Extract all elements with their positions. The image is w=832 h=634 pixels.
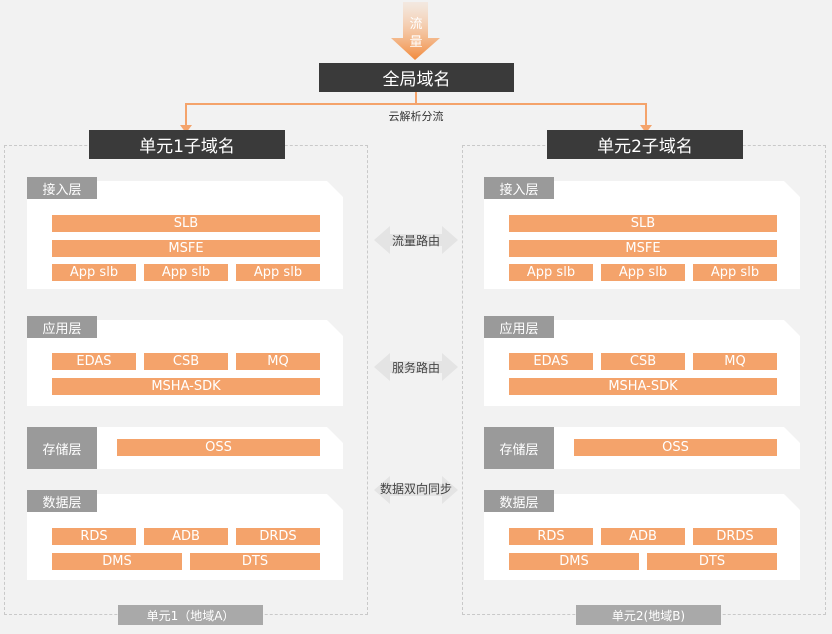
unit1-app-slb-1: App slb <box>52 264 136 281</box>
unit2-mq: MQ <box>693 353 777 370</box>
unit2-app-slb-1: App slb <box>509 264 593 281</box>
unit2-adb: ADB <box>601 528 685 545</box>
unit1-dms: DMS <box>52 553 182 570</box>
traffic-label: 流量 <box>409 17 423 50</box>
unit1-domain-box: 单元1子域名 <box>89 130 285 159</box>
unit2-domain-box: 单元2子域名 <box>547 130 743 159</box>
unit2-rds: RDS <box>509 528 593 545</box>
unit2-dts: DTS <box>647 553 777 570</box>
unit1-adb: ADB <box>144 528 228 545</box>
service-route-label: 服务路由 <box>391 360 440 375</box>
unit1-access-tag: 接入层 <box>27 177 97 199</box>
traffic-arrow <box>391 2 440 60</box>
unit1-mq: MQ <box>236 353 320 370</box>
unit2-access-tag: 接入层 <box>484 177 554 199</box>
arrow-left-unit <box>180 125 192 133</box>
traffic-route-label: 流量路由 <box>391 233 440 248</box>
unit2-edas: EDAS <box>509 353 593 370</box>
unit2-app-tag: 应用层 <box>484 316 554 338</box>
route-arrow-service <box>374 353 458 381</box>
unit1-app-slb-2: App slb <box>144 264 228 281</box>
unit2-app-slb-3: App slb <box>693 264 777 281</box>
route-arrow-traffic <box>374 226 458 254</box>
unit1-dts: DTS <box>190 553 320 570</box>
unit1-data-tag: 数据层 <box>27 490 97 512</box>
unit2-data-tag: 数据层 <box>484 490 554 512</box>
unit2-drds: DRDS <box>693 528 777 545</box>
unit2-msfe: MSFE <box>509 240 777 257</box>
unit1-app-tag: 应用层 <box>27 316 97 338</box>
data-sync-label: 数据双向同步 <box>379 481 452 496</box>
unit2-msha-sdk: MSHA-SDK <box>509 378 777 395</box>
unit2-slb: SLB <box>509 215 777 232</box>
unit2-app-slb-2: App slb <box>601 264 685 281</box>
route-arrow-sync <box>374 476 458 504</box>
unit1-oss: OSS <box>117 439 320 456</box>
unit2-storage-tag: 存储层 <box>484 427 554 469</box>
unit1-csb: CSB <box>144 353 228 370</box>
unit2-dms: DMS <box>509 553 639 570</box>
unit1-rds: RDS <box>52 528 136 545</box>
unit1-app-slb-3: App slb <box>236 264 320 281</box>
unit1-msfe: MSFE <box>52 240 320 257</box>
unit2-csb: CSB <box>601 353 685 370</box>
unit2-footer: 单元2(地域B) <box>576 605 721 625</box>
dns-split-label: 云解析分流 <box>366 107 466 125</box>
unit1-footer: 单元1（地域A） <box>118 605 263 625</box>
unit1-msha-sdk: MSHA-SDK <box>52 378 320 395</box>
global-domain-box: 全局域名 <box>319 63 514 92</box>
unit1-slb: SLB <box>52 215 320 232</box>
unit1-edas: EDAS <box>52 353 136 370</box>
unit1-drds: DRDS <box>236 528 320 545</box>
arrow-right-unit <box>640 125 652 133</box>
unit2-oss: OSS <box>574 439 777 456</box>
unit1-storage-tag: 存储层 <box>27 427 97 469</box>
